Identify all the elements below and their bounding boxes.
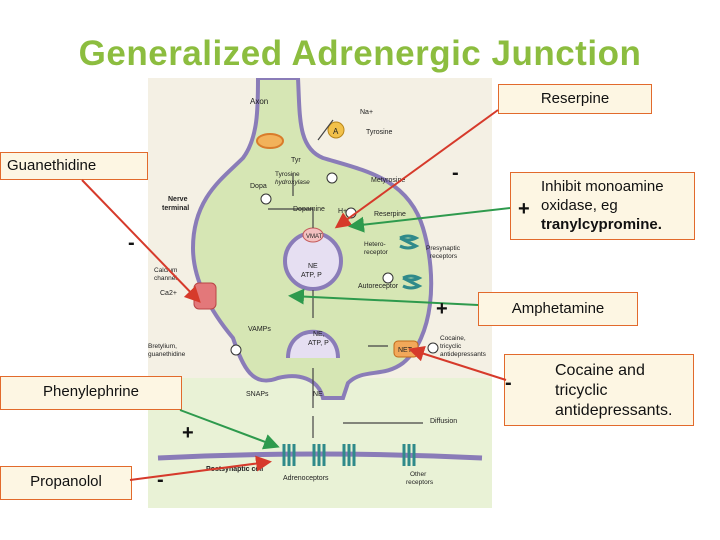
label-vamps: VAMPs bbox=[248, 326, 271, 333]
label-dopa: Dopa bbox=[250, 183, 267, 190]
amphetamine-box: Amphetamine bbox=[478, 292, 638, 326]
label-heteroreceptor-2: receptor bbox=[364, 249, 389, 256]
label-bretylium-1: Bretylium, bbox=[148, 343, 177, 350]
label-h-plus: H+ bbox=[338, 208, 347, 215]
maoi-box: Inhibit monoamine oxidase, eg tranylcypr… bbox=[510, 172, 695, 240]
label-autoreceptor: Autoreceptor bbox=[358, 283, 399, 290]
adrenergic-junction-diagram: A Axon Na+ Tyrosine Tyr Tyrosine hydroxy… bbox=[148, 78, 492, 508]
label-other-receptors-1: Other bbox=[410, 471, 427, 478]
page-title: Generalized Adrenergic Junction bbox=[78, 34, 642, 73]
label-snaps: SNAPs bbox=[246, 391, 269, 398]
label-tyr: Tyr bbox=[291, 157, 301, 164]
label-nerve-terminal-1: Nerve bbox=[168, 196, 188, 203]
adrenoceptor-coils bbox=[282, 444, 416, 466]
label-presynaptic-2: receptors bbox=[430, 253, 458, 260]
maoi-line-1: Inhibit monoamine bbox=[541, 178, 664, 195]
label-ne-released: NE, bbox=[313, 331, 325, 338]
guanethidine-label: Guanethidine bbox=[7, 157, 97, 174]
maoi-line-3: tranylcypromine. bbox=[541, 216, 662, 233]
label-atp-released: ATP, P bbox=[308, 340, 329, 347]
label-bretylium-2: guanethidine bbox=[148, 351, 186, 358]
label-cocaine-fig-1: Cocaine, bbox=[440, 335, 466, 342]
label-other-receptors-2: receptors bbox=[406, 479, 434, 486]
label-metyrosine: Metyrosine bbox=[371, 177, 405, 184]
label-postsynaptic: Postsynaptic cell bbox=[206, 466, 263, 473]
phenylephrine-label: Phenylephrine bbox=[43, 383, 139, 400]
arrow-phenylephrine bbox=[179, 409, 280, 450]
cocaine-line-2: tricyclic bbox=[555, 382, 608, 399]
sign-propanolol: - bbox=[157, 469, 164, 491]
label-cocaine-fig-2: tricyclic bbox=[440, 343, 462, 350]
label-adrenoceptors: Adrenoceptors bbox=[283, 475, 329, 482]
label-diffusion: Diffusion bbox=[430, 418, 457, 425]
sign-maoi: + bbox=[518, 198, 530, 220]
label-na: Na+ bbox=[360, 109, 373, 116]
label-atp-vesicle: ATP, P bbox=[301, 272, 322, 279]
label-net: NET bbox=[398, 347, 413, 354]
label-cocaine-fig-3: antidepressants bbox=[440, 351, 487, 358]
guanethidine-box: Guanethidine bbox=[0, 152, 148, 180]
pathway-arrows bbox=[268, 119, 423, 438]
arrow-propanolol bbox=[129, 455, 272, 481]
label-ne-vesicle: NE bbox=[308, 263, 318, 270]
label-calcium-2: channel bbox=[154, 275, 177, 282]
propanolol-label: Propanolol bbox=[30, 473, 102, 490]
sign-cocaine: - bbox=[505, 372, 512, 394]
sign-reserpine: - bbox=[452, 162, 459, 184]
reserpine-label: Reserpine bbox=[540, 90, 610, 107]
label-calcium-1: Calcium bbox=[154, 267, 177, 274]
arrow-guanethidine bbox=[81, 179, 201, 303]
cocaine-line-3: antidepressants. bbox=[555, 402, 673, 419]
sign-phenylephrine: + bbox=[182, 422, 194, 444]
cocaine-line-1: Cocaine and bbox=[555, 362, 645, 379]
propanolol-box: Propanolol bbox=[0, 466, 132, 500]
label-ca: Ca2+ bbox=[160, 290, 177, 297]
sign-guanethidine: - bbox=[128, 232, 135, 254]
label-nerve-terminal-2: terminal bbox=[162, 205, 189, 212]
label-reserpine-fig: Reserpine bbox=[374, 211, 406, 218]
mitochondrion bbox=[256, 133, 284, 149]
amphetamine-label: Amphetamine bbox=[511, 300, 605, 317]
reserpine-box: Reserpine bbox=[498, 84, 652, 114]
label-hydroxylase-2: hydroxylase bbox=[275, 179, 310, 186]
label-heteroreceptor-1: Hetero- bbox=[364, 241, 386, 248]
arrow-cocaine bbox=[408, 346, 507, 381]
sign-amphetamine: + bbox=[436, 298, 448, 320]
presynaptic-receptor-coils bbox=[399, 234, 423, 290]
arrow-maoi bbox=[348, 207, 511, 233]
label-axon: Axon bbox=[250, 97, 268, 106]
synaptic-cleft bbox=[148, 378, 492, 508]
label-ne-cleft: NE bbox=[313, 391, 323, 398]
cocaine-box: Cocaine and tricyclic antidepressants. bbox=[504, 354, 694, 426]
fusing-vesicle bbox=[286, 329, 340, 359]
label-hydroxylase-1: Tyrosine bbox=[275, 171, 300, 178]
arrow-amphetamine bbox=[288, 288, 479, 306]
label-dopamine: Dopamine bbox=[293, 206, 325, 213]
arrow-reserpine bbox=[334, 109, 499, 229]
phenylephrine-box: Phenylephrine bbox=[0, 376, 182, 410]
maoi-line-2: oxidase, eg bbox=[541, 197, 618, 214]
label-tyrosine: Tyrosine bbox=[366, 129, 393, 136]
transporter-a bbox=[327, 121, 345, 139]
label-vmat: VMAT bbox=[306, 234, 323, 240]
label-presynaptic-1: Presynaptic bbox=[426, 245, 461, 252]
label-a: A bbox=[333, 127, 339, 136]
